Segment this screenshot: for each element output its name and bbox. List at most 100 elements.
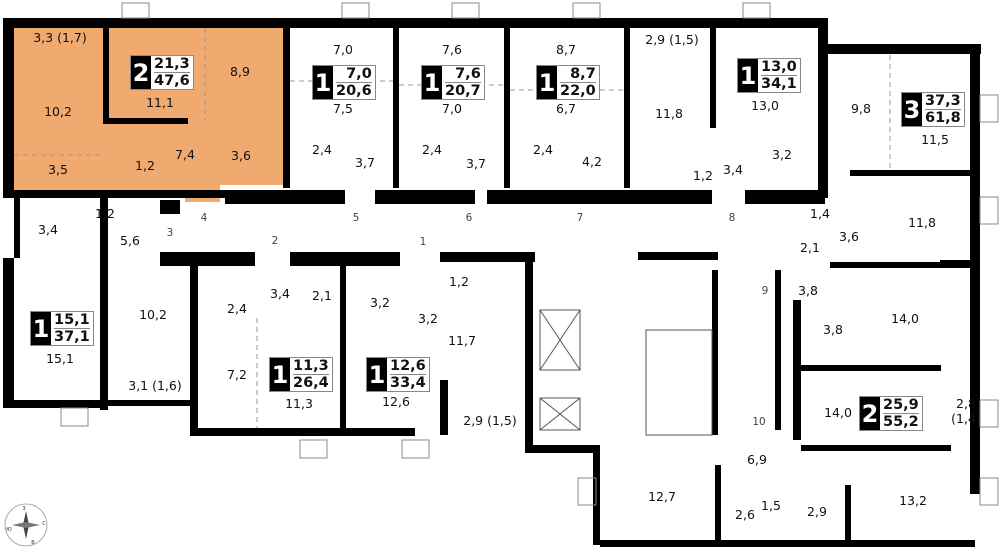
stairs-elevators	[539, 309, 713, 436]
door-number: 1	[419, 236, 427, 248]
room-area: 11,7	[448, 332, 476, 348]
room-area: 1,4	[810, 205, 830, 221]
living-area: 15,1	[54, 312, 90, 329]
room-area: 3,2	[772, 146, 792, 162]
room-area: 14,0	[824, 404, 852, 420]
room-area: 3,1 (1,6)	[128, 377, 182, 393]
room-area: 1,2	[135, 157, 155, 173]
total-area: 34,1	[761, 76, 797, 92]
total-area: 20,6	[336, 83, 372, 99]
room-area: 11,8	[908, 214, 936, 230]
room-area: 2,9 (1,5)	[645, 31, 699, 47]
zone-lines	[14, 28, 891, 428]
door-number: 6	[465, 212, 473, 224]
total-area: 47,6	[154, 73, 190, 89]
room-area: 1,2	[449, 273, 469, 289]
living-area: 11,3	[293, 358, 329, 375]
door-number: 7	[576, 212, 584, 224]
total-area: 20,7	[445, 83, 481, 99]
living-area: 7,6	[445, 66, 481, 83]
room-area: 1,5	[761, 497, 781, 513]
room-area: 3,4	[38, 221, 58, 237]
door-number: 10	[752, 416, 766, 428]
room-count: 1	[31, 312, 51, 345]
room-area: 1,2	[693, 167, 713, 183]
room-area: 8,7	[556, 41, 576, 57]
room-area: 6,9	[747, 451, 767, 467]
room-area: 3,8	[823, 321, 843, 337]
living-area: 13,0	[761, 59, 797, 76]
room-area: 10,2	[44, 103, 72, 119]
living-area: 37,3	[925, 93, 961, 110]
room-area: 7,2	[227, 366, 247, 382]
room-count: 1	[313, 66, 333, 99]
room-count: 1	[270, 358, 290, 391]
room-area: 11,1	[146, 94, 174, 110]
room-count: 1	[537, 66, 557, 99]
door-number: 8	[728, 212, 736, 224]
room-area: 11,8	[655, 105, 683, 121]
room-area: 4,2	[582, 153, 602, 169]
total-area: 55,2	[883, 414, 919, 430]
room-area: 3,6	[839, 228, 859, 244]
room-area: 13,2	[899, 492, 927, 508]
room-area: 11,3	[285, 395, 313, 411]
room-area: 3,3 (1,7)	[33, 29, 87, 45]
room-area: 7,0	[442, 100, 462, 116]
living-area: 7,0	[336, 66, 372, 83]
room-count: 1	[367, 358, 387, 391]
room-area: 12,7	[648, 488, 676, 504]
compass-icon: З С В Ю	[4, 503, 48, 547]
total-area: 22,0	[560, 83, 596, 99]
total-area: 61,8	[925, 110, 961, 126]
living-area: 21,3	[154, 56, 190, 73]
total-area: 26,4	[293, 375, 329, 391]
room-area: 3,7	[466, 155, 486, 171]
selected-apartment-fill[interactable]	[14, 28, 283, 202]
compass-east: В	[31, 540, 35, 546]
room-area: 2,9	[807, 503, 827, 519]
room-area: 2,4	[312, 141, 332, 157]
room-area: 7,5	[333, 100, 353, 116]
room-area: 3,6	[231, 147, 251, 163]
room-area: 2,1	[312, 287, 332, 303]
windows	[60, 2, 999, 506]
room-area: 12,6	[382, 393, 410, 409]
living-area: 8,7	[560, 66, 596, 83]
room-area: 3,2	[370, 294, 390, 310]
room-area: 2,4	[422, 141, 442, 157]
total-area: 37,1	[54, 329, 90, 345]
room-area: 15,1	[46, 350, 74, 366]
room-area: 3,4	[270, 285, 290, 301]
compass-south: Ю	[6, 527, 12, 533]
total-area: 33,4	[390, 375, 426, 391]
room-area: 5,6	[120, 232, 140, 248]
room-area: 7,6	[442, 41, 462, 57]
room-area: 2,4	[227, 300, 247, 316]
room-area: 9,8	[851, 100, 871, 116]
room-area: 2,8	[956, 395, 976, 411]
room-area: 2,6	[735, 506, 755, 522]
door-number: 3	[166, 227, 174, 239]
room-area: 7,4	[175, 146, 195, 162]
compass-north: С	[42, 521, 46, 527]
room-area: 14,0	[891, 310, 919, 326]
room-area: 2,9 (1,5)	[463, 412, 517, 428]
room-area: (1,4)	[951, 410, 981, 426]
room-count: 3	[902, 93, 922, 126]
room-area: 3,8	[798, 282, 818, 298]
room-area: 10,2	[139, 306, 167, 322]
room-area: 11,5	[921, 131, 949, 147]
